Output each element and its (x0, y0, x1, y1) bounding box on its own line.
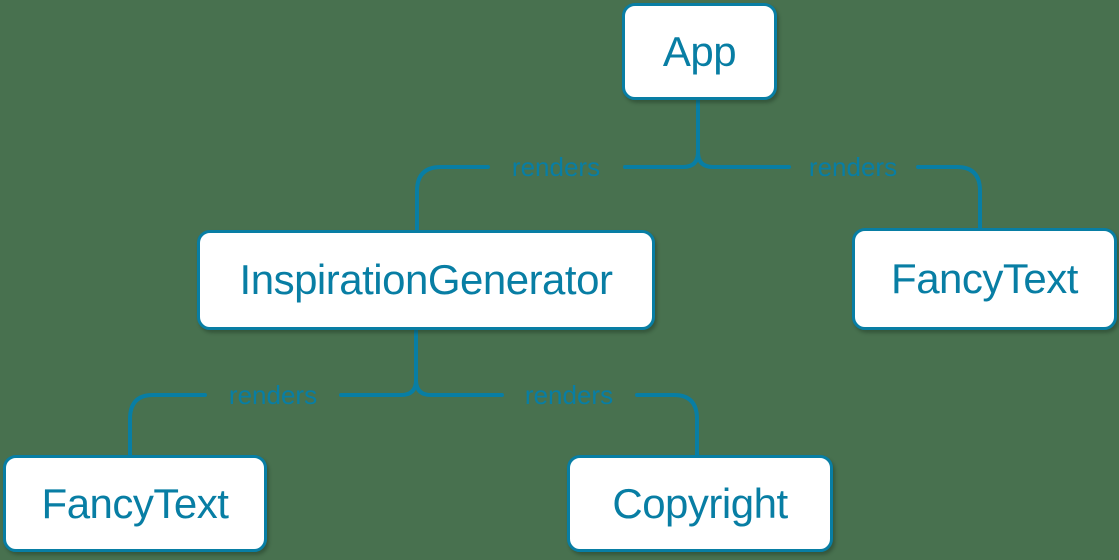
node-fancy-text-right: FancyText (852, 228, 1117, 330)
edge-app-to-fancytext-b (916, 165, 982, 230)
node-copyright-label: Copyright (612, 479, 788, 527)
node-fancy-text-left-label: FancyText (41, 479, 229, 527)
node-fancy-text-left: FancyText (3, 455, 267, 552)
node-app: App (622, 3, 777, 100)
node-app-label: App (662, 27, 737, 75)
edge-app-to-inspirationgenerator-b (415, 165, 490, 232)
edge-label-app-fancytext: renders (808, 152, 898, 182)
node-inspiration-generator-label: InspirationGenerator (239, 256, 613, 303)
edge-label-inspirationgenerator-copyright: renders (524, 380, 614, 410)
edge-app-to-inspirationgenerator-a (623, 150, 700, 169)
edge-ig-to-copyright-a (414, 378, 504, 397)
node-copyright: Copyright (567, 455, 833, 552)
edge-ig-to-fancytext-b (128, 393, 207, 457)
edge-app-to-fancytext-a (696, 150, 791, 169)
node-fancy-text-right-label: FancyText (891, 255, 1078, 302)
edge-ig-to-fancytext-a (339, 378, 418, 397)
node-inspiration-generator: InspirationGenerator (197, 230, 655, 330)
edge-label-inspirationgenerator-fancytext: renders (228, 380, 318, 410)
edge-ig-to-copyright-b (635, 393, 699, 457)
edge-label-app-inspirationgenerator: renders (511, 152, 601, 182)
